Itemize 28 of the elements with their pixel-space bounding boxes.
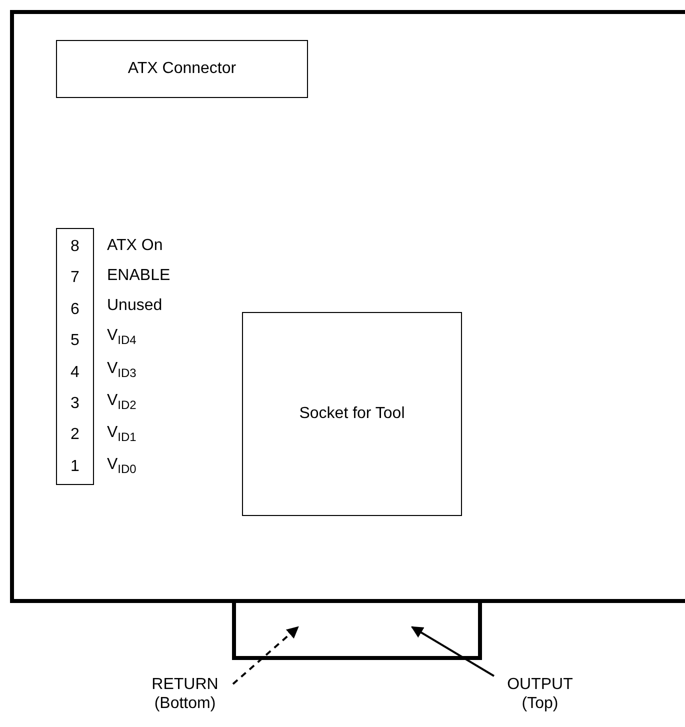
- pin-number: 6: [70, 300, 80, 320]
- label-text: OUTPUT: [507, 674, 573, 694]
- output-connector: [232, 601, 482, 660]
- pin-number: 2: [70, 425, 80, 445]
- arrow: [232, 626, 299, 685]
- pin-number: 5: [70, 331, 80, 350]
- signal-name: V$_{ID0}$: [107, 455, 136, 476]
- pin-number: 8: [70, 237, 80, 256]
- signal-name: V$_{ID1}$: [107, 422, 136, 444]
- component-box: [56, 40, 308, 98]
- pin-number: 3: [70, 394, 80, 414]
- signal-name: V$_{ID2}$: [107, 390, 136, 412]
- signal-name: Unused: [107, 296, 162, 316]
- label-text: RETURN: [152, 674, 218, 694]
- label-text: Socket for Tool: [299, 404, 405, 424]
- pin-number: 4: [70, 362, 80, 382]
- signal-name: V$_{ID3}$: [107, 358, 136, 380]
- pin-number: 1: [70, 456, 80, 476]
- label-text: ATX Connector: [128, 59, 236, 79]
- pin-number: 7: [70, 268, 80, 288]
- signal-name: V$_{ID4}$: [107, 326, 136, 348]
- signal-name: ENABLE: [107, 266, 170, 286]
- label-text: (Top): [522, 694, 558, 714]
- signal-name: ATX On: [107, 236, 163, 256]
- component-box: [242, 312, 462, 516]
- circuit-board-outline: [10, 10, 685, 603]
- arrow: [410, 626, 495, 677]
- label-text: (Bottom): [154, 694, 216, 714]
